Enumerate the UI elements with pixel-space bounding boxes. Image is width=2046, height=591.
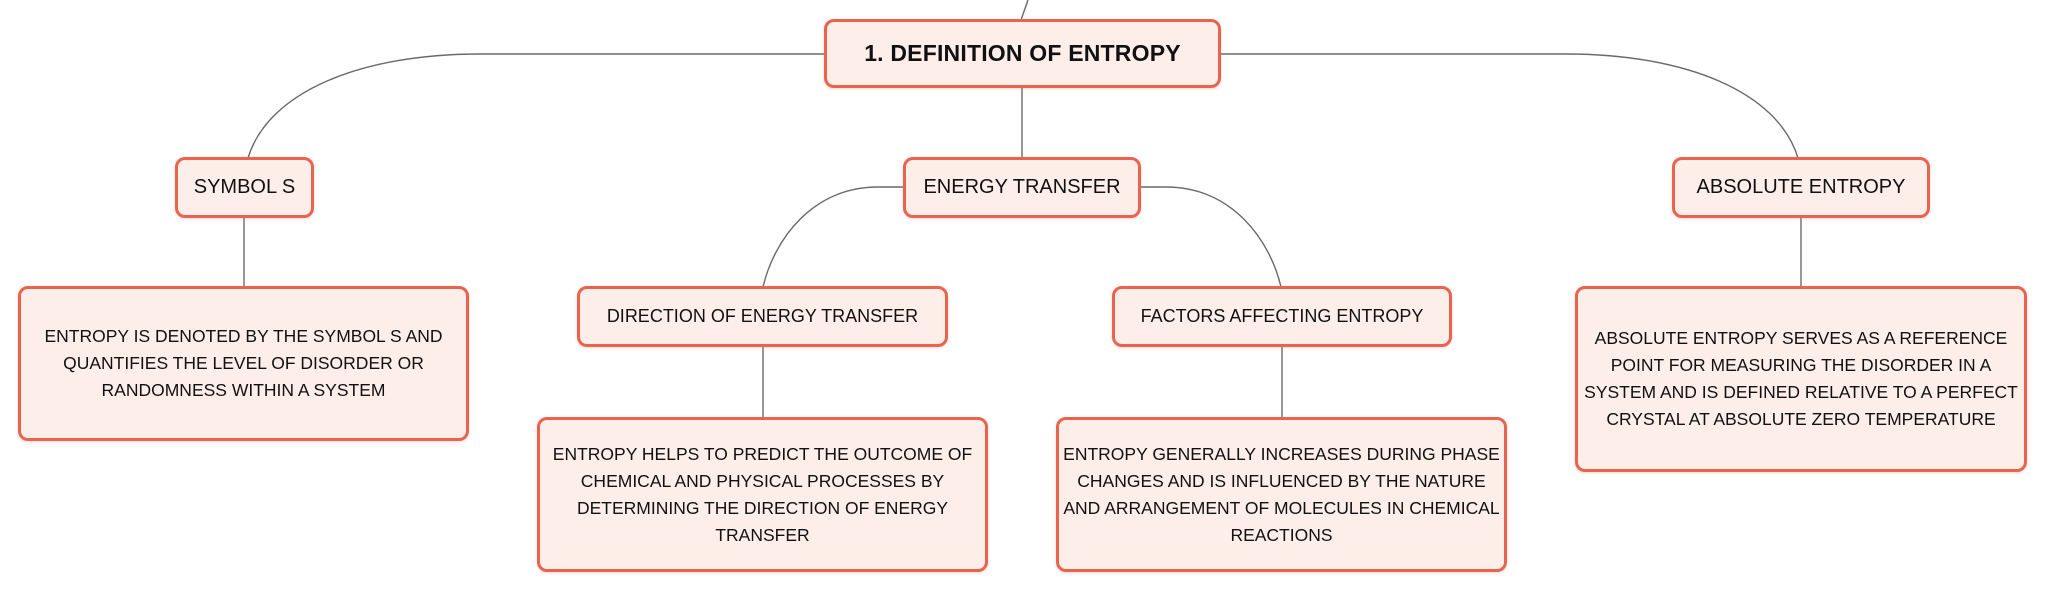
factors-detail-node[interactable]: ENTROPY GENERALLY INCREASES DURING PHASE… bbox=[1056, 417, 1507, 572]
energy-transfer-node[interactable]: ENERGY TRANSFER bbox=[903, 157, 1141, 218]
connector-root-to-symbol bbox=[247, 53, 826, 159]
factors-node[interactable]: FACTORS AFFECTING ENTROPY bbox=[1112, 286, 1452, 347]
connector-energy-to-direction bbox=[762, 186, 904, 288]
factors-node-label: FACTORS AFFECTING ENTROPY bbox=[1140, 306, 1424, 326]
direction-detail-text: ENTROPY HELPS TO PREDICT THE OUTCOME OF … bbox=[552, 443, 973, 545]
absolute-entropy-node-label: ABSOLUTE ENTROPY bbox=[1696, 176, 1906, 198]
absolute-detail-text: ABSOLUTE ENTROPY SERVES AS A REFERENCE P… bbox=[1584, 328, 2018, 429]
connector-energy-to-factors bbox=[1140, 186, 1282, 288]
connector-incoming-root bbox=[1020, 0, 1029, 21]
symbol-node[interactable]: SYMBOL S bbox=[175, 157, 314, 218]
direction-detail-node[interactable]: ENTROPY HELPS TO PREDICT THE OUTCOME OF … bbox=[537, 417, 988, 572]
factors-detail-text: ENTROPY GENERALLY INCREASES DURING PHASE… bbox=[1063, 443, 1500, 545]
symbol-node-label: SYMBOL S bbox=[193, 176, 296, 198]
symbol-detail-text: ENTROPY IS DENOTED BY THE SYMBOL S AND Q… bbox=[44, 326, 443, 400]
root-node-label: 1. DEFINITION OF ENTROPY bbox=[864, 40, 1181, 66]
direction-node[interactable]: DIRECTION OF ENERGY TRANSFER bbox=[577, 286, 948, 347]
absolute-detail-node[interactable]: ABSOLUTE ENTROPY SERVES AS A REFERENCE P… bbox=[1575, 286, 2027, 472]
energy-transfer-node-label: ENERGY TRANSFER bbox=[923, 176, 1121, 198]
absolute-entropy-node[interactable]: ABSOLUTE ENTROPY bbox=[1672, 157, 1930, 218]
root-node[interactable]: 1. DEFINITION OF ENTROPY bbox=[824, 19, 1221, 88]
symbol-detail-node[interactable]: ENTROPY IS DENOTED BY THE SYMBOL S AND Q… bbox=[18, 286, 469, 441]
connector-root-to-absolute bbox=[1220, 53, 1799, 159]
direction-node-label: DIRECTION OF ENERGY TRANSFER bbox=[606, 306, 919, 326]
